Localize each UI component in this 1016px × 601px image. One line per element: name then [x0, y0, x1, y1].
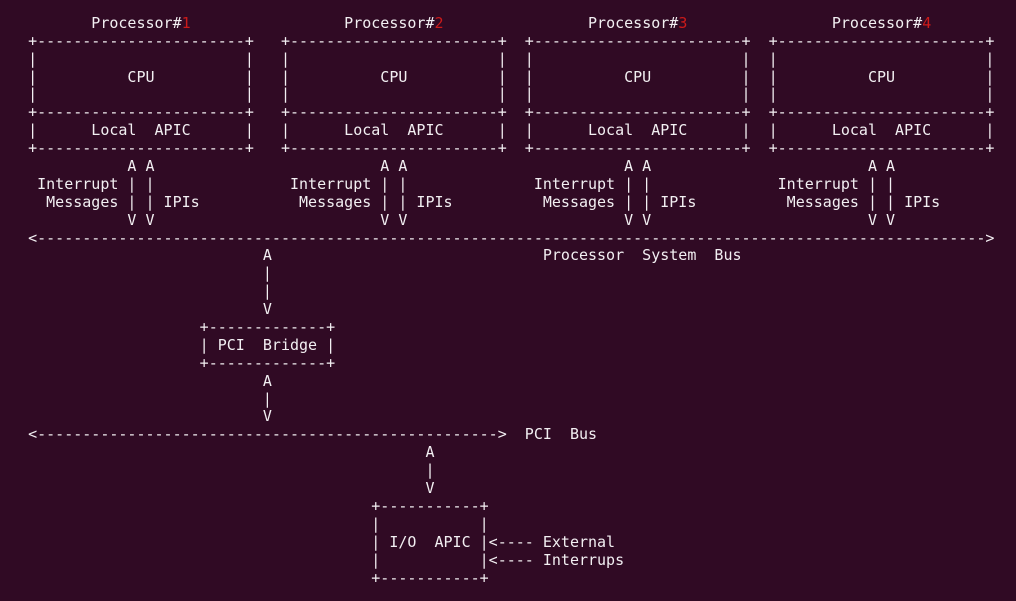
- ascii-line: |: [1, 282, 272, 301]
- ascii-line: A A A A A A A A: [1, 157, 896, 176]
- ascii-line: +-------------+: [1, 353, 336, 372]
- ascii-line: | | | | | | | |: [1, 85, 995, 104]
- ascii-line: <---------------------------------------…: [1, 228, 995, 247]
- ascii-line: | PCI Bridge |: [1, 335, 336, 354]
- ascii-line: |: [1, 389, 272, 408]
- ascii-line: | CPU | | CPU | | CPU | | CPU |: [1, 67, 995, 86]
- ascii-line: | |<---- Interrups: [1, 550, 625, 569]
- ascii-line: [1, 0, 1016, 15]
- ascii-line: |: [1, 461, 435, 480]
- ascii-line: |: [1, 264, 272, 283]
- ascii-line: +-----------+: [1, 496, 489, 515]
- ascii-line: A: [1, 371, 272, 390]
- ascii-line: Interrupt | | Interrupt | | Interrupt | …: [1, 174, 896, 193]
- ascii-line: Messages | | IPIs Messages | | IPIs Mess…: [1, 192, 941, 211]
- ascii-line: +-----------+: [1, 568, 489, 587]
- ascii-line: +-----------------------+ +-------------…: [1, 139, 995, 158]
- ascii-line: | Local APIC | | Local APIC | | Local AP…: [1, 121, 995, 140]
- ascii-line: | | | | | | | |: [1, 49, 995, 68]
- ascii-line: <---------------------------------------…: [1, 425, 598, 444]
- ascii-line: V: [1, 300, 272, 319]
- ascii-line: +-----------------------+ +-------------…: [1, 103, 995, 122]
- ascii-line: Processor#1 Processor#2 Processor#3 Proc…: [1, 13, 932, 32]
- ascii-line: | |: [1, 514, 489, 533]
- ascii-line: V: [1, 407, 272, 426]
- ascii-line: V: [1, 479, 435, 498]
- ascii-line: V V V V V V V V: [1, 210, 896, 229]
- ascii-line: A: [1, 443, 435, 462]
- ascii-line: +-----------------------+ +-------------…: [1, 31, 995, 50]
- ascii-line: +-------------+: [1, 318, 336, 337]
- ascii-line: A Processor System Bus: [1, 246, 742, 265]
- ascii-line: | I/O APIC |<---- External: [1, 532, 616, 551]
- ascii-diagram-screen[interactable]: Processor#1 Processor#2 Processor#3 Proc…: [0, 0, 1016, 587]
